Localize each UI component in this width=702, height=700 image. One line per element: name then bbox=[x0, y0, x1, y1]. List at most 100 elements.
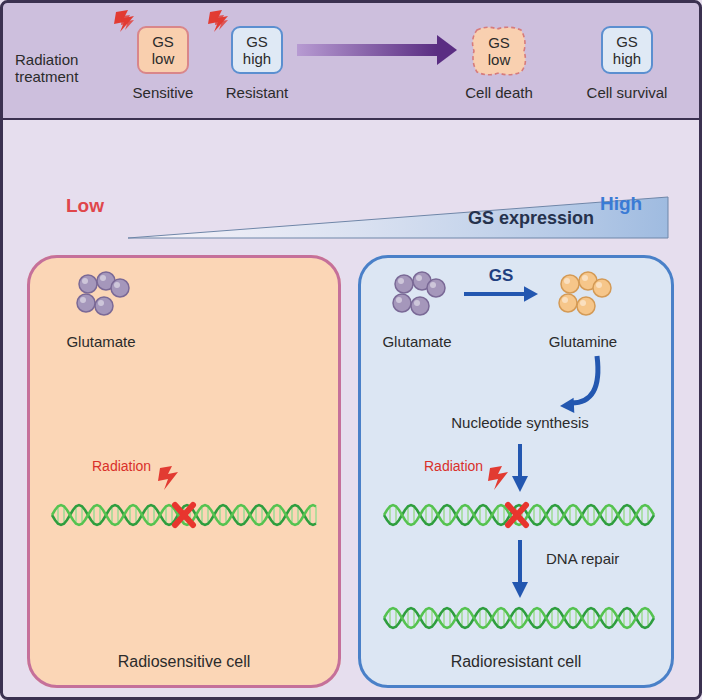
radiosensitive-cell: Radiosensitive cell Glutamate bbox=[27, 255, 341, 688]
annotation: Radiation bbox=[424, 458, 483, 474]
glutamate-cluster: Glutamate bbox=[374, 268, 460, 352]
dna-rung bbox=[539, 506, 541, 523]
top-band-fill bbox=[3, 3, 699, 119]
dna-rung bbox=[431, 506, 433, 523]
arrow-head bbox=[560, 398, 574, 413]
lightning-bolts bbox=[114, 10, 508, 490]
dna-rung bbox=[201, 506, 203, 523]
dna-rung bbox=[641, 506, 643, 523]
dna-rung bbox=[99, 506, 101, 523]
dna-rung bbox=[479, 506, 481, 523]
cell-fill bbox=[358, 255, 674, 688]
gs-high-cell: GS high bbox=[601, 26, 653, 74]
dna-rung bbox=[485, 609, 487, 626]
dna-rung bbox=[557, 609, 559, 626]
dna-rung bbox=[147, 506, 149, 523]
node-text: Radiosensitive cell bbox=[30, 653, 338, 671]
gs-low-cell: GS low bbox=[137, 26, 189, 74]
dna-rung bbox=[497, 506, 499, 523]
dna-rung bbox=[261, 506, 263, 523]
dna-strand bbox=[52, 505, 316, 525]
node-text: Radiation treatment bbox=[15, 51, 99, 86]
dna-rung bbox=[57, 506, 59, 523]
expression-wedge bbox=[128, 197, 668, 238]
dna-rung bbox=[273, 506, 275, 523]
scale-label: Low bbox=[66, 195, 104, 217]
connector-line bbox=[464, 292, 526, 296]
node-text: GS high bbox=[238, 33, 276, 68]
dna-rung bbox=[551, 609, 553, 626]
dna-rung bbox=[135, 506, 137, 523]
dna-rung bbox=[539, 609, 541, 626]
fat-arrow-shaft bbox=[297, 44, 437, 56]
dna-rung bbox=[425, 609, 427, 626]
dna-strand bbox=[384, 505, 654, 525]
dna-rung bbox=[297, 506, 299, 523]
dna-rung bbox=[647, 506, 649, 523]
dna-rung bbox=[623, 506, 625, 523]
dna-rung bbox=[171, 506, 173, 523]
repair-arrows bbox=[518, 444, 522, 590]
dna-rung bbox=[309, 506, 311, 523]
edge-label: GS bbox=[489, 266, 514, 286]
dna-rung bbox=[395, 609, 397, 626]
dna-rung bbox=[575, 609, 577, 626]
dna-rung bbox=[551, 506, 553, 523]
molecule-circles bbox=[540, 268, 626, 324]
outcome-label: Cell survival bbox=[587, 84, 668, 101]
dna-strand bbox=[52, 505, 316, 525]
glutamate-cluster: Glutamate bbox=[58, 268, 144, 352]
dna-rung bbox=[407, 609, 409, 626]
molecule-circles bbox=[58, 268, 144, 324]
dna-rung bbox=[243, 506, 245, 523]
dna-rung bbox=[413, 609, 415, 626]
dna-rung bbox=[389, 506, 391, 523]
dna-rung bbox=[117, 506, 119, 523]
outcome-label: Sensitive bbox=[133, 84, 194, 101]
gs-high-cell: GS high bbox=[231, 26, 283, 74]
annotation: DNA repair bbox=[546, 550, 619, 567]
outcome-label: Resistant bbox=[226, 84, 289, 101]
connector-curve bbox=[570, 356, 598, 403]
damage-mark bbox=[175, 505, 526, 525]
dna-rung bbox=[593, 506, 595, 523]
node-text: Nucleotide synthesis bbox=[451, 414, 589, 431]
dna-rung bbox=[389, 609, 391, 626]
node-text: Radioresistant cell bbox=[361, 653, 671, 671]
dna-rung bbox=[111, 506, 113, 523]
dna-strand bbox=[384, 608, 654, 628]
radioresistant-cell: Radioresistant cellGlutamateGlutamineNuc… bbox=[358, 255, 674, 688]
node-text: Glutamate bbox=[374, 333, 460, 350]
dna-rung bbox=[219, 506, 221, 523]
process-step: Nucleotide synthesis bbox=[440, 409, 600, 437]
dna-rung bbox=[153, 506, 155, 523]
dna-rung bbox=[425, 506, 427, 523]
connector bbox=[464, 286, 538, 301]
dna-rung bbox=[587, 506, 589, 523]
dna-rung bbox=[479, 609, 481, 626]
dna-helix bbox=[52, 505, 654, 628]
dna-rung bbox=[81, 506, 83, 523]
connector bbox=[560, 356, 598, 413]
cell-fill bbox=[27, 255, 341, 688]
dna-rung bbox=[575, 506, 577, 523]
outcome-label: Cell death bbox=[465, 84, 533, 101]
dna-rung bbox=[605, 609, 607, 626]
dna-rung bbox=[503, 609, 505, 626]
dna-rung bbox=[623, 609, 625, 626]
dna-strand bbox=[384, 608, 654, 628]
dna-rung bbox=[449, 506, 451, 523]
dna-rung bbox=[503, 506, 505, 523]
dna-rung bbox=[611, 506, 613, 523]
dna-rung bbox=[255, 506, 257, 523]
dna-rung bbox=[533, 609, 535, 626]
dna-rung bbox=[63, 506, 65, 523]
dna-rung bbox=[569, 506, 571, 523]
dna-rung bbox=[467, 609, 469, 626]
arrow-head bbox=[437, 35, 457, 65]
node-text: GS high bbox=[608, 33, 646, 68]
scale-label: High bbox=[600, 193, 642, 215]
dna-rung bbox=[279, 506, 281, 523]
dna-rung bbox=[515, 609, 517, 626]
dna-rung bbox=[647, 609, 649, 626]
